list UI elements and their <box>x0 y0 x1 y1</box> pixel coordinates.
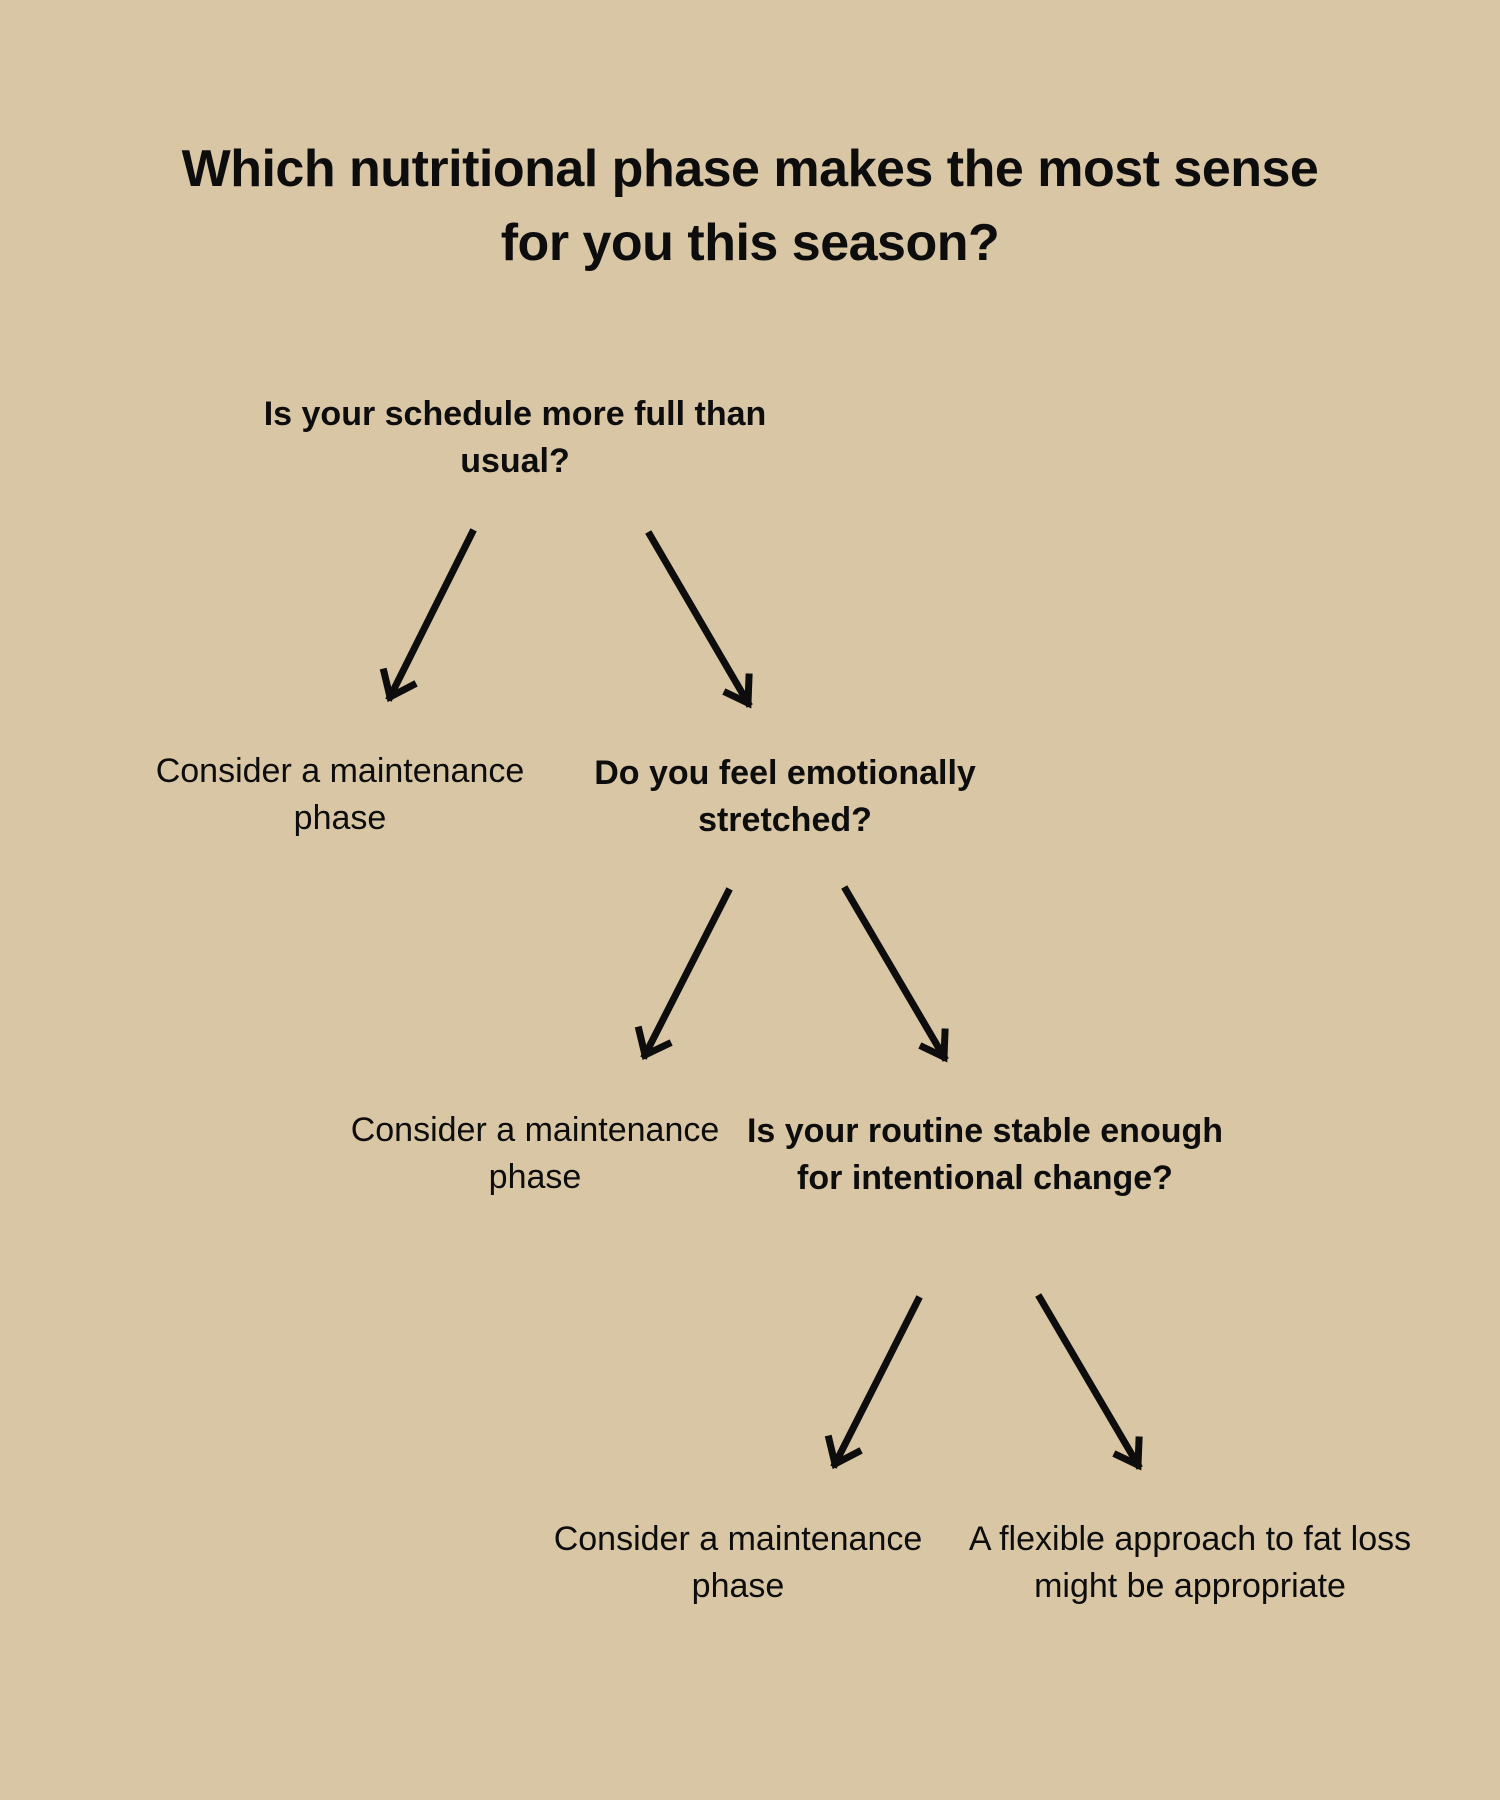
arrow-q1-to-q2 <box>645 530 753 709</box>
outcome-maintenance-2: Consider a maintenance phase <box>350 1111 720 1196</box>
diagram-title: Which nutritional phase makes the most s… <box>181 140 1319 272</box>
arrow-q3-to-maintenance <box>824 1295 923 1470</box>
outcome-fat-loss: A flexible approach to fat loss might be… <box>968 1520 1412 1605</box>
arrow-q2-to-q3 <box>841 885 949 1063</box>
question-routine: Is your routine stable enough for intent… <box>746 1112 1224 1197</box>
outcome-maintenance-3: Consider a maintenance phase <box>553 1520 923 1605</box>
outcome-maintenance-1: Consider a maintenance phase <box>155 752 525 837</box>
arrow-q3-to-fat-loss <box>1035 1293 1143 1471</box>
arrow-q2-to-maintenance <box>634 887 733 1061</box>
question-emotional: Do you feel emotionally stretched? <box>594 754 976 839</box>
arrow-q1-to-maintenance <box>379 528 477 703</box>
question-schedule: Is your schedule more full than usual? <box>263 395 767 480</box>
